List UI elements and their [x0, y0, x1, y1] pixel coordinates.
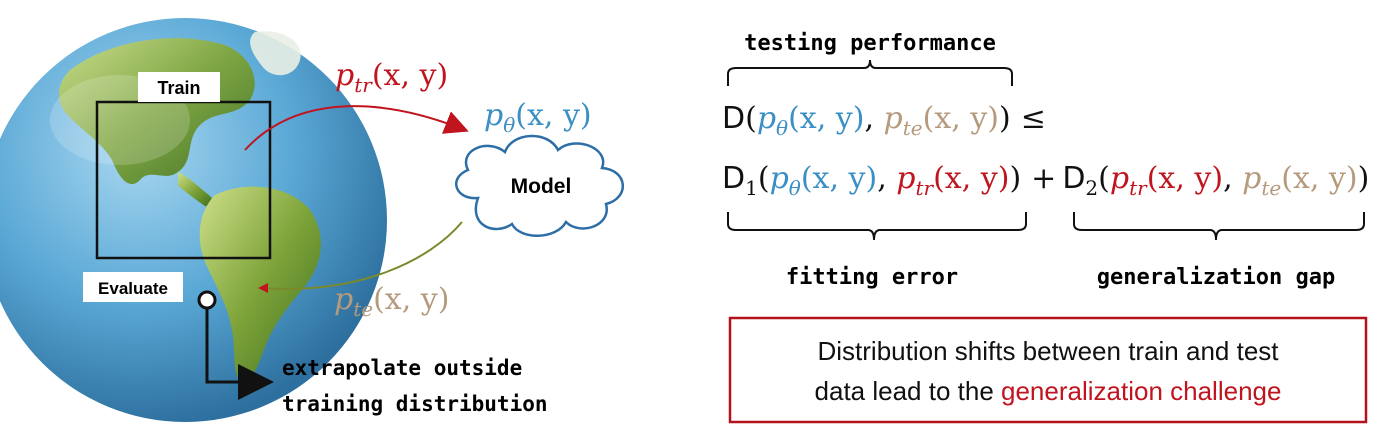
generalization-gap-label: generalization gap — [1097, 265, 1335, 290]
model-label: Model — [511, 175, 572, 198]
testing-performance-label: testing performance — [744, 31, 996, 56]
extrapolate-connector — [205, 308, 274, 400]
model-to-test-curve — [261, 221, 463, 290]
central-america-land — [178, 172, 213, 207]
evaluate-label-bg — [83, 272, 183, 302]
extrapolate-line1: extrapolate outside — [282, 356, 522, 380]
south-america-land — [199, 186, 321, 382]
p-theta-label: pθ(x, y) — [484, 98, 592, 137]
greenland-land — [250, 31, 301, 76]
generalization-gap-brace — [1073, 212, 1365, 241]
evaluate-point — [197, 290, 217, 310]
testing-performance-brace — [727, 59, 1013, 86]
p-tr-label: ptr(x, y) — [335, 58, 448, 97]
fitting-error-brace — [727, 212, 1027, 241]
callout-line2: data lead to the generalization challeng… — [815, 376, 1282, 406]
fitting-error-label: fitting error — [786, 265, 958, 290]
callout-line1: Distribution shifts between train and te… — [817, 336, 1279, 366]
callout-box — [728, 316, 1368, 424]
evaluate-label: Evaluate — [98, 279, 168, 298]
train-label-bg — [138, 72, 220, 102]
train-label: Train — [157, 78, 200, 98]
equation-1: D(pθ(x, y), pte(x, y))≤ — [722, 101, 1046, 140]
model-cloud — [455, 134, 625, 237]
extrapolate-line2: training distribution — [282, 392, 548, 416]
equation-2: D1(pθ(x, y), ptr(x, y))+D2(ptr(x, y), pt… — [722, 161, 1369, 200]
p-te-label: pte(x, y) — [334, 282, 449, 321]
test-point-marker — [258, 283, 268, 293]
train-to-model-arrow — [244, 105, 469, 151]
